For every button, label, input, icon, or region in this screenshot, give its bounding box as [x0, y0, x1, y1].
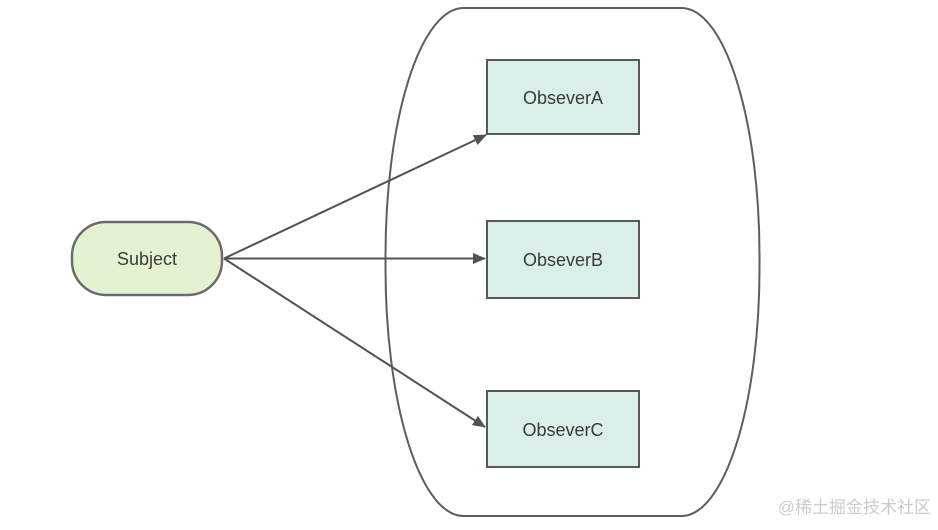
node-observer-c: ObseverC — [486, 390, 640, 468]
observer-c-label: ObseverC — [522, 420, 603, 440]
observer-a-shape — [486, 59, 640, 135]
observer-a-label: ObseverA — [523, 88, 603, 108]
edge-subject-to-observer-a — [223, 134, 487, 260]
subject-shape — [70, 220, 224, 297]
observer-b-label: ObseverB — [523, 250, 603, 270]
node-subject: Subject — [70, 220, 224, 297]
observer-b-shape — [486, 220, 640, 299]
juejin-watermark: @稀土掘金技术社区 — [778, 498, 931, 517]
edge-subject-to-observer-c — [223, 257, 486, 428]
node-observer-b: ObseverB — [486, 220, 640, 299]
subject-label: Subject — [117, 249, 177, 269]
node-observer-a: ObseverA — [486, 59, 640, 135]
edges — [223, 134, 487, 428]
observer-c-shape — [486, 390, 640, 468]
